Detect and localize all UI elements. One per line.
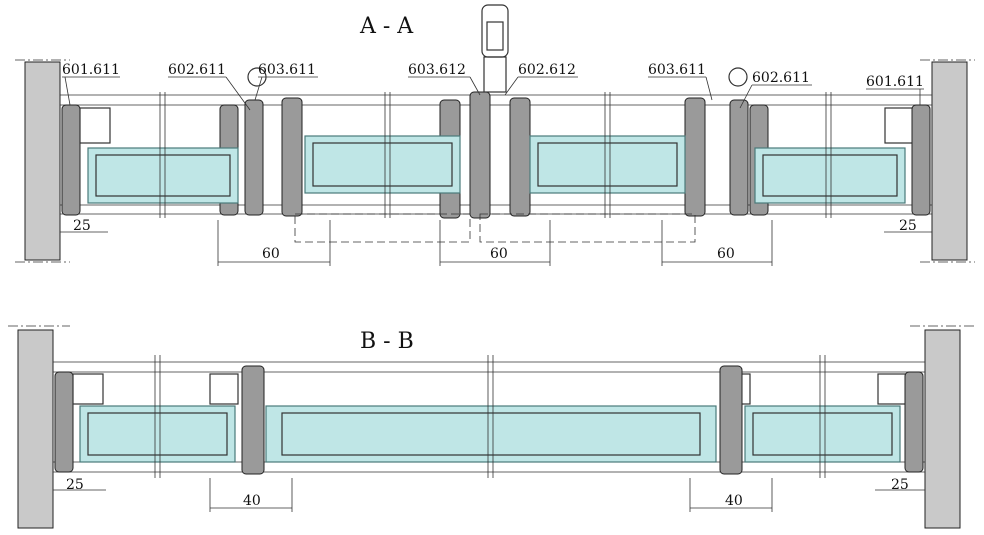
code-label: 602.611 (168, 62, 226, 78)
dimension-label: 40 (725, 493, 743, 509)
roller-right-icon (728, 67, 748, 87)
code-label: 601.611 (866, 74, 924, 90)
dimension-label: 60 (717, 246, 735, 262)
dimension-label: 25 (73, 218, 91, 234)
section-aa-title: A - A (359, 14, 414, 39)
glass-panes-aa (87, 135, 906, 204)
dimension-label: 25 (891, 477, 909, 493)
code-label: 602.612 (518, 62, 576, 78)
profile-codes-aa: 601.611 602.611 603.611 603.612 602.612 … (62, 62, 924, 111)
dimension-label: 40 (243, 493, 261, 509)
dimension-label: 25 (66, 477, 84, 493)
right-wall (924, 329, 961, 529)
code-label: 602.611 (752, 70, 810, 86)
dimension-label: 60 (262, 246, 280, 262)
profiles-bb (54, 365, 924, 475)
handle-icon (481, 4, 509, 93)
left-wall (24, 61, 61, 261)
dimension-label: 25 (899, 218, 917, 234)
right-wall (931, 61, 968, 261)
dimensions-aa: 25 60 60 60 25 (60, 218, 932, 266)
code-label: 601.611 (62, 62, 120, 78)
code-label: 603.612 (408, 62, 466, 78)
section-bb-title: B - B (360, 329, 414, 354)
dimensions-bb: 25 40 40 25 (53, 477, 925, 512)
section-bb: B - B (8, 325, 975, 529)
glass-panes-bb (79, 405, 901, 463)
dimension-label: 60 (490, 246, 508, 262)
left-wall (17, 329, 54, 529)
code-label: 603.611 (258, 62, 316, 78)
code-label: 603.611 (648, 62, 706, 78)
section-aa: A - A (15, 4, 975, 266)
